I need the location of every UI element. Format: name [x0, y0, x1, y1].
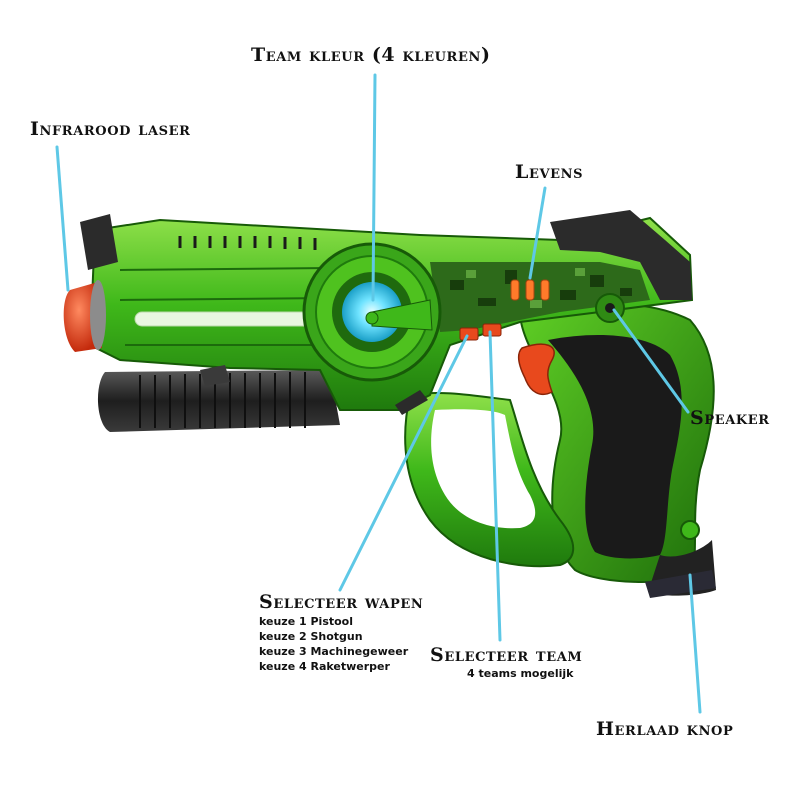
label-select-weapon: Selecteer wapen	[259, 591, 424, 613]
grip-screw	[680, 520, 700, 540]
weapon-option: keuze 4 Raketwerper	[259, 660, 390, 673]
life-leds	[510, 279, 550, 301]
weapon-option: keuze 1 Pistool	[259, 615, 354, 628]
trigger	[517, 343, 555, 396]
team-color-light	[302, 242, 442, 382]
label-speaker: Speaker	[690, 407, 770, 429]
leader-laser	[55, 145, 70, 292]
infrared-muzzle	[63, 280, 106, 352]
weapon-options-list: keuze 1 Pistool keuze 2 Shotgun keuze 3 …	[259, 614, 408, 674]
trigger-guard	[404, 391, 575, 568]
team-note: 4 teams mogelijk	[467, 667, 574, 680]
leader-weapon	[338, 334, 469, 592]
leader-speaker	[612, 308, 690, 414]
leader-reload	[688, 573, 702, 714]
lower-barrel	[97, 370, 340, 432]
label-select-team: Selecteer team	[430, 644, 583, 666]
leader-lines	[55, 73, 702, 714]
team-select-buttons	[459, 323, 502, 341]
weapon-option: keuze 2 Shotgun	[259, 630, 363, 643]
reload-button	[645, 570, 716, 598]
label-reload-button: Herlaad knop	[596, 718, 734, 740]
label-infrared-laser: Infrarood laser	[30, 118, 191, 140]
leader-team-color	[371, 73, 377, 302]
leader-team	[488, 330, 502, 642]
leader-lives	[528, 186, 547, 280]
weapon-option: keuze 3 Machinegeweer	[259, 645, 409, 658]
label-lives: Levens	[515, 161, 584, 183]
label-team-color: Team kleur (4 kleuren)	[251, 44, 491, 66]
